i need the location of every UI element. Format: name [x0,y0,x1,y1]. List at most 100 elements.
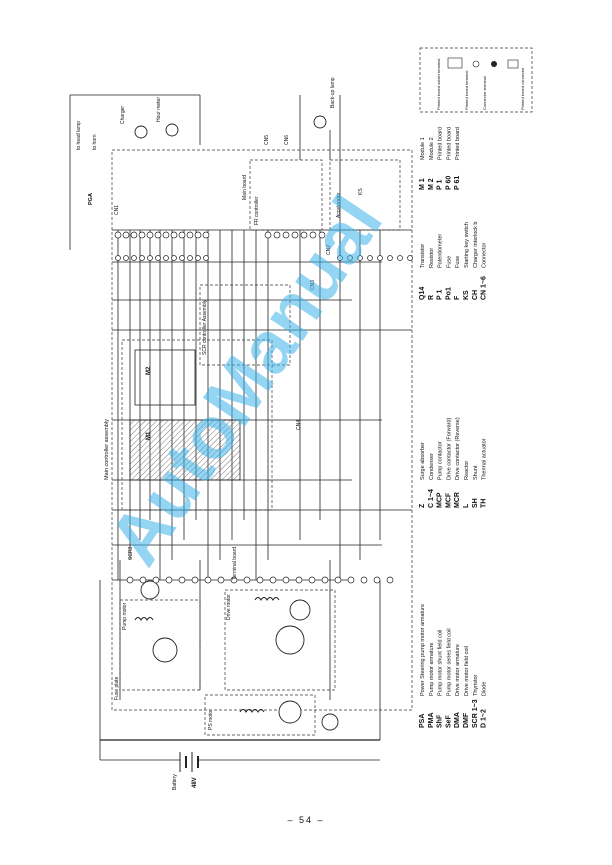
terminal [337,255,343,261]
terminal [178,576,186,584]
terminal [407,255,413,261]
terminal [282,231,290,239]
legend-desc: Shunt [473,465,479,480]
label-ks: KS [358,188,364,195]
terminal [269,576,277,584]
legend-desc: Diode [482,682,488,696]
label-pga: PGA [88,193,94,205]
terminal [217,576,225,584]
label-cn2: CN2 [326,245,332,255]
label-main-controller: Main controller assembly [104,419,110,480]
label-cn4: CN4 [296,420,302,430]
legend-desc: Drive motor armature [455,644,461,696]
legend-entry: P 61 Printed board [454,127,461,190]
legend-desc: Pump motor series field coil [446,628,452,696]
terminal [126,576,134,584]
legend-desc: Pump motor shunt field coil [438,630,444,696]
legend-code: Po1 [445,287,452,300]
legend-code: P 61 [454,176,461,190]
legend-desc: Surge absorber [420,442,426,480]
terminal [204,576,212,584]
legend-entry: Q14 Transistor [419,244,426,300]
legend-desc: Transistor [420,244,426,268]
legend-desc: Printed board [455,127,461,160]
label-drive-motor: Drive motor [226,594,232,620]
terminal [377,255,383,261]
page-number: – 54 – [287,815,325,825]
terminal-row-middle [115,255,413,261]
terminal [195,255,201,261]
legend-entry: DMA Drive motor armature [454,644,461,728]
legend-code: R [428,295,435,300]
label-m1: M1 [146,431,152,440]
terminal [321,576,329,584]
terminal [360,576,368,584]
legend-desc: Fuse [455,256,461,268]
terminal [131,255,137,261]
terminal [147,255,153,261]
label-cn1: CN1 [114,205,120,215]
terminal [154,231,162,239]
legend-desc: Condenser [429,453,435,480]
terminal [318,231,326,239]
terminal [162,231,170,239]
terminal [163,255,169,261]
legend-code: MCR [454,492,461,508]
legend-code: C 1~4 [428,489,435,508]
terminal-row-top [114,231,326,239]
terminal [243,576,251,584]
watermark: AutoManual [92,182,398,579]
terminal [300,231,308,239]
legend-code: Q14 [419,287,426,300]
legend-desc: Connector [482,242,488,268]
legend-desc: Pump contactor [438,441,444,480]
legend-entry: Po1 Fuse [445,256,452,300]
legend-desc: Printed board [446,127,452,160]
legend-entry: MCP Pump contactor [437,441,444,508]
symbol-key: Printed board solder terminal Printed bo… [436,57,525,110]
ps-motor-armature-icon [278,700,302,724]
drive-field-coil-icon [254,597,280,601]
reactor-icon [321,713,339,731]
legend-desc: Potentiometer [438,234,444,268]
label-horn: to horn [92,134,98,150]
label-terminal-board: Terminal board [232,547,238,580]
legend-code: PMA [428,712,435,728]
legend-code: P 1 [437,290,444,300]
coil-symbols [134,597,280,713]
terminal [115,255,121,261]
module-m1 [129,419,241,481]
terminal [191,576,199,584]
terminal [165,576,173,584]
legend-code: DMA [454,712,461,728]
legend-desc: Fuse [446,256,452,268]
label-module-assembly: SCR controller Assembly [202,299,208,355]
legend-entry: P 1 Potentiometer [437,234,444,300]
assembly-boxes [111,47,533,736]
accelerator-box [329,159,401,231]
terminal [152,576,160,584]
terminal [334,576,342,584]
legend-desc: Thyristor [473,674,479,696]
terminal [309,231,317,239]
legend-code: MCP [437,492,444,508]
terminal [139,255,145,261]
label-scr3: SCR3 [128,546,134,560]
legend-code: M 2 [428,178,435,190]
legend-desc: Power Steering pump motor armature [420,604,426,696]
pump-sub-motor-icon [140,580,160,600]
terminal [357,255,363,261]
terminal [187,255,193,261]
terminal [397,255,403,261]
